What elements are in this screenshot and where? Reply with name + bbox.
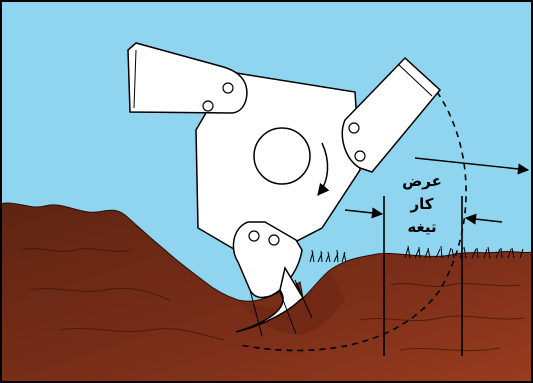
- bolt-icon: [248, 230, 260, 242]
- rotation-arrow: [317, 142, 330, 196]
- soil-cut: [238, 272, 345, 335]
- working-width-label-line2: کار: [410, 195, 434, 213]
- bolt-icon: [222, 82, 234, 94]
- pointer-arrow: [414, 157, 530, 175]
- working-width-label-line1: عرض: [402, 172, 442, 190]
- upper-right-arm: [341, 56, 442, 173]
- working-width-label-line3: تیغه: [407, 218, 436, 236]
- upper-left-arm: [127, 42, 248, 114]
- bolt-icon: [348, 122, 360, 134]
- width-arrow-right: [464, 213, 503, 225]
- width-arrow-left: [344, 207, 384, 219]
- bolt-icon: [202, 100, 214, 112]
- blade-path-dashed: [239, 91, 467, 352]
- soil-streaks: [19, 248, 526, 352]
- hub-center-circle: [253, 127, 311, 185]
- lower-blade: [232, 221, 313, 337]
- bolt-icon: [354, 150, 366, 162]
- bolt-icon: [268, 234, 280, 246]
